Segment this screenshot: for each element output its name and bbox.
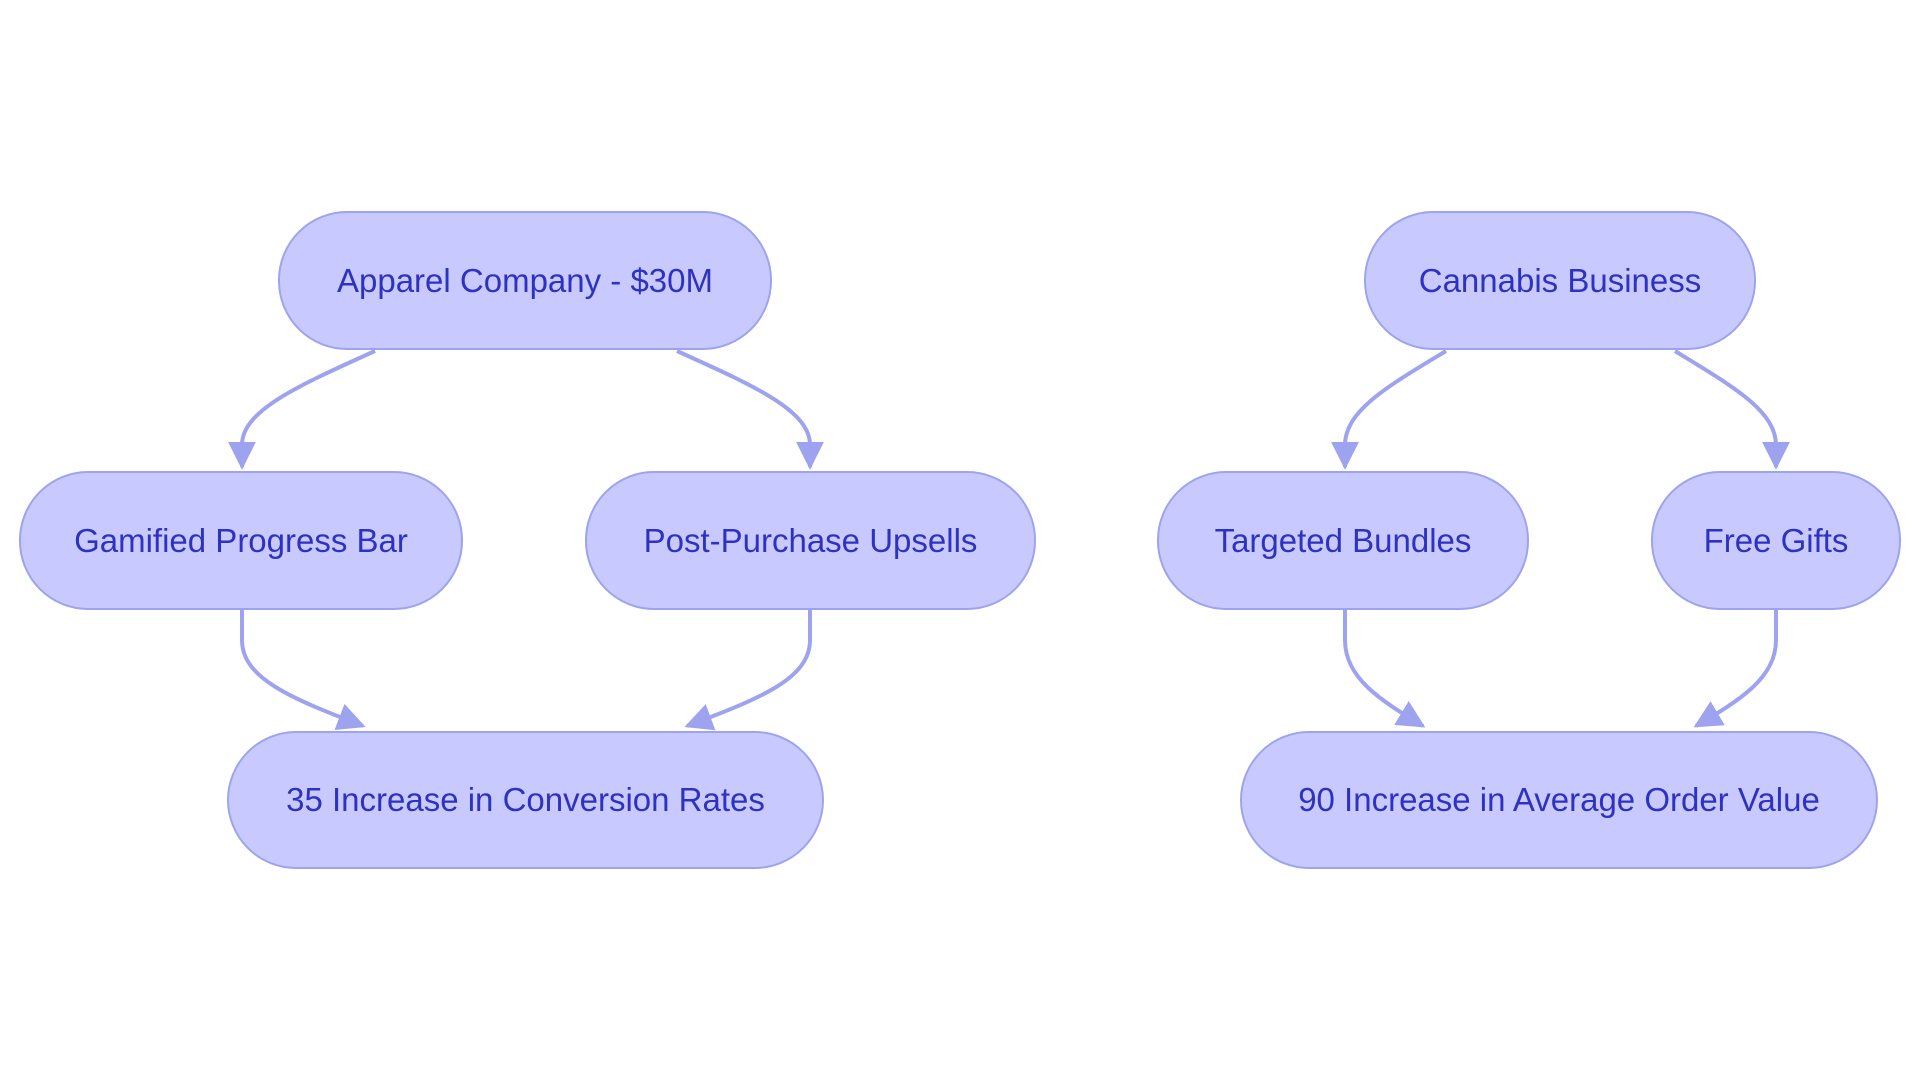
node-label: Gamified Progress Bar — [74, 521, 408, 559]
edge-upsells-to-conversion — [684, 610, 812, 731]
node-label: 35 Increase in Conversion Rates — [286, 781, 765, 818]
node-cannabis-business: Cannabis Business — [1364, 211, 1756, 350]
node-conversion-increase: 35 Increase in Conversion Rates — [227, 731, 824, 869]
node-targeted-bundles: Targeted Bundles — [1157, 471, 1529, 610]
node-gamified-progress-bar: Gamified Progress Bar — [19, 471, 463, 610]
node-label: Free Gifts — [1703, 521, 1849, 559]
node-label: 90 Increase in Average Order Value — [1298, 781, 1820, 818]
edge-cannabis-to-gifts — [1673, 349, 1790, 470]
node-label: Cannabis Business — [1418, 261, 1702, 299]
node-apparel-company: Apparel Company - $30M — [278, 211, 772, 350]
node-label: Apparel Company - $30M — [336, 261, 714, 299]
edge-gifts-to-aov — [1693, 610, 1778, 728]
edge-apparel-to-upsells — [676, 349, 824, 470]
edge-apparel-to-progress-bar — [228, 349, 376, 470]
edge-cannabis-to-bundles — [1331, 349, 1448, 470]
node-aov-increase: 90 Increase in Average Order Value — [1240, 731, 1878, 869]
node-post-purchase-upsells: Post-Purchase Upsells — [585, 471, 1036, 610]
edge-bundles-to-aov — [1343, 610, 1426, 728]
node-label: Post-Purchase Upsells — [643, 521, 978, 559]
edge-progress-bar-to-conversion — [240, 610, 366, 731]
node-label: Targeted Bundles — [1214, 521, 1472, 559]
node-free-gifts: Free Gifts — [1651, 471, 1901, 610]
